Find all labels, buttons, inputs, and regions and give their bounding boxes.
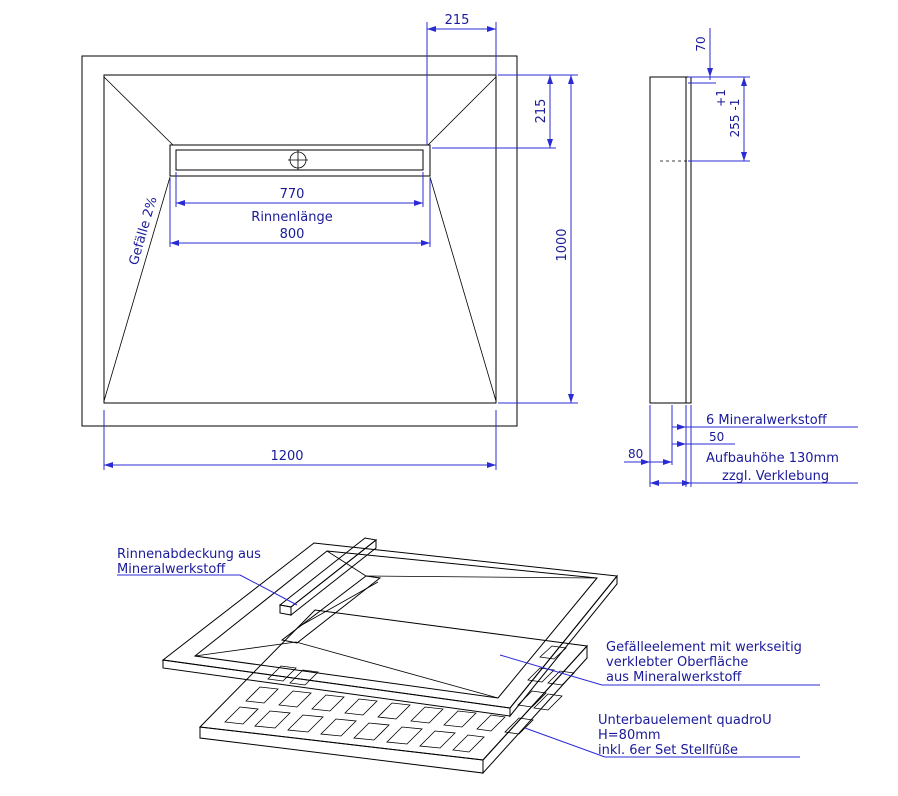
dim-800-text: 800 bbox=[280, 227, 305, 242]
tray-outer-frame bbox=[81, 55, 518, 427]
arrow-215v-top bbox=[547, 75, 553, 84]
callout-substructure-line-3: inkl. 6er Set Stellfüße bbox=[598, 743, 738, 758]
substructure-element bbox=[198, 609, 589, 775]
slope-line-bottom-right bbox=[429, 176, 497, 402]
slope-line-top-right bbox=[427, 76, 497, 146]
dim-255-text: 255 -1 bbox=[728, 99, 742, 138]
callout-line-cover bbox=[239, 574, 298, 606]
callout-slope-line-1: Gefälleelement mit werkseitig bbox=[606, 640, 802, 655]
side-view: 70 +1 255 -1 6 Mineralwerkstoff 50 80 Au… bbox=[624, 28, 858, 487]
arrow-1200-left bbox=[104, 462, 113, 468]
substructure-front-face bbox=[199, 726, 484, 774]
arrow-770-right bbox=[414, 200, 423, 206]
drain-cover bbox=[175, 149, 424, 171]
drain-channel-outer bbox=[169, 144, 431, 177]
slope-fold-back bbox=[365, 575, 598, 579]
adhesive-label: zzgl. Verklebung bbox=[722, 469, 829, 484]
dim-1200-text: 1200 bbox=[270, 449, 303, 464]
build-height-label: Aufbauhöhe 130mm bbox=[706, 451, 839, 466]
callout-cover-line-2: Mineralwerkstoff bbox=[117, 562, 226, 577]
arrow-80-left bbox=[641, 459, 650, 465]
iso-drain-cover bbox=[278, 537, 378, 617]
iso-cover-end bbox=[279, 604, 292, 616]
iso-drain-grid-line bbox=[299, 581, 379, 627]
callout-slope-line-2: verklebter Oberfläche bbox=[606, 655, 748, 670]
substructure-grid bbox=[224, 645, 575, 753]
arrow-215h-right bbox=[487, 26, 496, 32]
dim-215v-text: 215 bbox=[534, 99, 549, 124]
top-view: 1200 1000 215 215 770 Rinnenlänge bbox=[81, 13, 578, 470]
iso-cover-side bbox=[290, 538, 377, 617]
dim-80-text: 80 bbox=[628, 447, 643, 461]
callout-substructure-line-1: Unterbauelement quadroU bbox=[598, 713, 772, 728]
callout-cover-line-1: Rinnenabdeckung aus bbox=[117, 547, 261, 562]
arrow-1200-right bbox=[487, 462, 496, 468]
arrow-130-left bbox=[650, 480, 659, 486]
arrow-770-left bbox=[176, 200, 185, 206]
dim-70-text: 70 bbox=[694, 36, 708, 51]
dim-tolerance-plus-text: +1 bbox=[714, 89, 728, 107]
slope-fold-left bbox=[194, 641, 297, 657]
callout-substructure-line-2: H=80mm bbox=[598, 728, 661, 743]
slope-fold-front bbox=[295, 641, 499, 699]
arrow-130-right bbox=[682, 480, 691, 486]
isometric-view: Rinnenabdeckung aus Mineralwerkstoff Gef… bbox=[117, 537, 820, 775]
dim-1000-text: 1000 bbox=[555, 228, 570, 261]
arrow-1000-top bbox=[568, 75, 574, 84]
arrow-255-top bbox=[741, 77, 747, 86]
slope-element bbox=[161, 542, 618, 718]
slope-element-surface bbox=[193, 550, 598, 699]
mineral-label: 6 Mineralwerkstoff bbox=[706, 413, 828, 428]
slope-label: Gefälle 2% bbox=[127, 195, 161, 267]
iso-drain-channel bbox=[280, 575, 382, 644]
slope-element-front-edge bbox=[162, 659, 511, 717]
arrow-1000-bottom bbox=[568, 394, 574, 403]
arrow-215h-left bbox=[427, 26, 436, 32]
arrow-800-left bbox=[170, 240, 179, 246]
slope-element-side-edge bbox=[509, 574, 618, 718]
slope-line-top-left bbox=[103, 76, 174, 146]
arrow-80-right bbox=[663, 459, 672, 465]
dim-50-text: 50 bbox=[709, 430, 724, 444]
tray-inner-edge bbox=[103, 74, 497, 404]
arrow-mineral bbox=[677, 424, 686, 430]
arrow-50 bbox=[677, 441, 686, 447]
arrow-255-bottom bbox=[741, 152, 747, 161]
side-body bbox=[649, 76, 687, 404]
arrow-800-right bbox=[421, 240, 430, 246]
gutter-length-label: Rinnenlänge bbox=[251, 210, 332, 225]
dim-215h-text: 215 bbox=[445, 13, 470, 28]
callout-slope-line-3: aus Mineralwerkstoff bbox=[606, 670, 742, 685]
side-mineral-layer bbox=[685, 76, 692, 404]
slope-line-bottom-left bbox=[103, 176, 171, 402]
arrow-70 bbox=[707, 68, 713, 77]
arrow-215v-bottom bbox=[547, 139, 553, 148]
dim-770-text: 770 bbox=[280, 187, 305, 202]
callout-line-substructure bbox=[524, 727, 606, 758]
callout-line-slope bbox=[499, 654, 603, 686]
